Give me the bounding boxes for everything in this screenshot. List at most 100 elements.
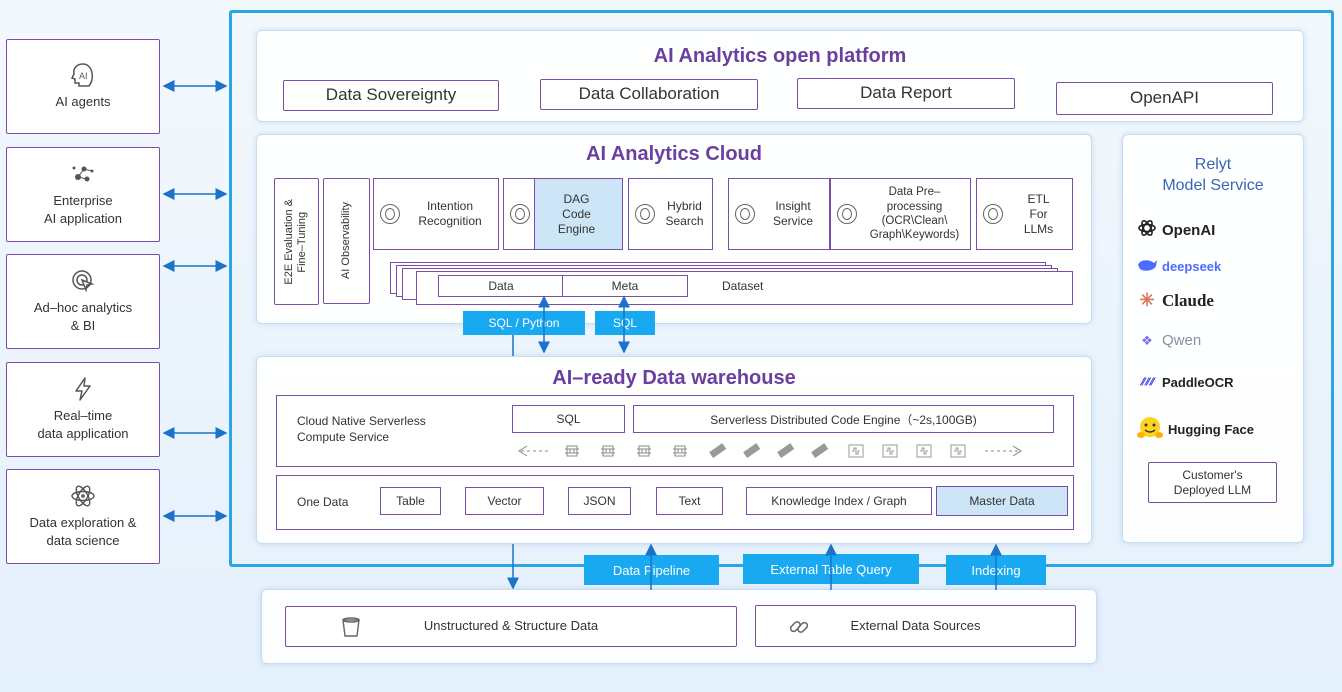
component-label: Insight Service (772, 199, 813, 228)
e2e-evaluation-label: E2E Evaluation & Fine–Tuning (283, 198, 309, 285)
warehouse-sql-chip: SQL (512, 405, 625, 433)
model-qwen: ❖ Qwen (1135, 332, 1201, 349)
dataset-box: Data Meta Dataset (416, 271, 1073, 305)
unstructured-data-box: Unstructured & Structure Data (285, 606, 737, 647)
customer-llm-box: Customer's Deployed LLM (1148, 462, 1277, 503)
component-data-preprocessing: Data Pre– processing (OCR\Clean\ Graph\K… (830, 178, 971, 250)
model-paddleocr: ⫽⫽⫽ PaddleOCR (1135, 375, 1234, 390)
ai-observability-label: AI Observability (339, 202, 352, 280)
network-nodes-icon (70, 161, 96, 187)
dataset-meta-chip: Meta (562, 275, 688, 297)
one-data-table: Table (380, 487, 441, 515)
model-name: Qwen (1162, 332, 1202, 349)
left-app-enterprise: Enterprise AI application (6, 147, 160, 242)
left-app-label: Real–time data application (37, 408, 129, 441)
svg-text:AI: AI (79, 71, 88, 81)
compute-service-box: Cloud Native Serverless Compute Service … (276, 395, 1074, 467)
model-openai: OpenAI (1135, 218, 1215, 242)
memory-stick-icon (743, 443, 761, 459)
left-app-realtime: Real–time data application (6, 362, 160, 457)
component-dag-engine: DAG Code Engine (503, 178, 623, 250)
model-name: Claude (1162, 290, 1214, 310)
source-label: External Data Sources (850, 617, 981, 633)
memory-stick-icon (811, 443, 829, 459)
left-arrow-icon (518, 445, 549, 457)
model-deepseek: deepseek (1135, 257, 1221, 276)
storage-icon (950, 444, 966, 458)
model-hugging-face: Hugging Face (1135, 416, 1254, 443)
model-name: deepseek (1162, 259, 1222, 274)
one-data-knowledge-graph: Knowledge Index / Graph (746, 487, 932, 515)
component-hybrid-search: Hybrid Search (628, 178, 713, 250)
paddle-icon: ⫽⫽⫽ (1140, 377, 1154, 388)
one-data-text: Text (656, 487, 723, 515)
open-platform-item: Data Report (797, 78, 1015, 109)
sql-interface: SQL (595, 311, 655, 335)
component-label: ETL For LLMs (1023, 191, 1054, 236)
lightning-icon (70, 376, 96, 402)
storage-icon (848, 444, 864, 458)
ai-observability-box: AI Observability (323, 178, 370, 304)
memory-stick-icon (709, 443, 727, 459)
left-app-label: Enterprise AI application (43, 193, 123, 226)
one-data-vector: Vector (465, 487, 544, 515)
component-label: DAG Code Engine (534, 179, 622, 249)
left-app-label: AI agents (55, 94, 111, 110)
left-app-label: Ad–hoc analytics & BI (33, 300, 133, 333)
ring-icon (735, 204, 755, 224)
qwen-icon: ❖ (1141, 332, 1153, 348)
model-name: PaddleOCR (1162, 375, 1234, 390)
open-platform-item: OpenAPI (1056, 82, 1273, 115)
storage-icon (916, 444, 932, 458)
component-insight-service: Insight Service (728, 178, 830, 250)
model-name: Hugging Face (1168, 422, 1254, 437)
analytics-cloud-title: AI Analytics Cloud (586, 143, 762, 165)
e2e-evaluation-box: E2E Evaluation & Fine–Tuning (274, 178, 319, 305)
ring-icon (635, 204, 655, 224)
model-name: OpenAI (1162, 221, 1216, 239)
hugging-face-icon (1135, 416, 1165, 443)
external-sources-box: External Data Sources (755, 605, 1076, 647)
link-icon (788, 616, 810, 643)
left-app-data-exploration: Data exploration & data science (6, 469, 160, 564)
chip-icon (565, 445, 579, 457)
chip-icon (673, 445, 687, 457)
model-claude: ✳ Claude (1135, 290, 1214, 311)
left-app-ai-agents: AI AI agents (6, 39, 160, 134)
component-label: Data Pre– processing (OCR\Clean\ Graph\K… (869, 186, 960, 242)
component-label: Intention Recognition (418, 199, 482, 228)
ring-icon (983, 204, 1003, 224)
component-etl-llms: ETL For LLMs (976, 178, 1073, 250)
model-service-title: Relyt Model Service (1162, 156, 1264, 194)
whale-icon (1135, 257, 1159, 276)
component-intention-recognition: Intention Recognition (373, 178, 499, 250)
atom-icon (70, 483, 96, 509)
storage-icon (882, 444, 898, 458)
memory-stick-icon (777, 443, 795, 459)
dataset-data-chip: Data (438, 275, 564, 297)
one-data-master-data: Master Data (936, 486, 1068, 516)
sql-python-interface: SQL / Python (463, 311, 585, 335)
bucket-icon (341, 616, 361, 643)
code-engine-chip: Serverless Distributed Code Engine（~2s,1… (633, 405, 1054, 433)
ring-icon (510, 204, 530, 224)
asterisk-icon: ✳ (1139, 290, 1155, 310)
pointer-click-icon (70, 268, 96, 294)
ai-head-icon: AI (70, 62, 96, 88)
component-label: Hybrid Search (665, 199, 704, 228)
data-warehouse-title: AI–ready Data warehouse (552, 367, 796, 389)
ring-icon (837, 204, 857, 224)
right-arrow-icon (985, 445, 1022, 457)
one-data-label: One Data (297, 495, 349, 509)
source-label: Unstructured & Structure Data (423, 618, 599, 634)
indexing-button: Indexing (946, 555, 1046, 585)
open-platform-item: Data Sovereignty (283, 80, 499, 111)
openai-icon (1135, 218, 1159, 242)
compute-service-label: Cloud Native Serverless Compute Service (297, 414, 426, 444)
data-pipeline-button: Data Pipeline (584, 555, 719, 585)
open-platform-title: AI Analytics open platform (653, 45, 907, 67)
left-app-adhoc: Ad–hoc analytics & BI (6, 254, 160, 349)
ring-icon (380, 204, 400, 224)
open-platform-item: Data Collaboration (540, 79, 758, 110)
one-data-box: One Data Table Vector JSON Text Knowledg… (276, 475, 1074, 530)
